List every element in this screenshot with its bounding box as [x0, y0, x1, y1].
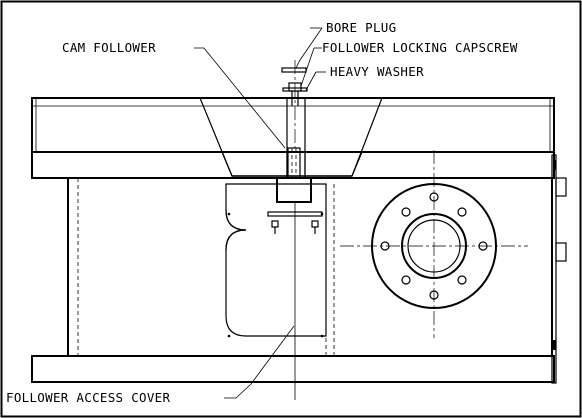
label-follower-access-cover: FOLLOWER ACCESS COVER	[6, 390, 171, 405]
label-follower-locking-capscrew: FOLLOWER LOCKING CAPSCREW	[322, 40, 518, 55]
side-fittings	[551, 154, 567, 384]
cam-follower-part	[270, 147, 320, 203]
cover-plate-and-screws	[267, 202, 323, 400]
label-heavy-washer: HEAVY WASHER	[330, 64, 424, 79]
access-cover-opening	[225, 183, 335, 356]
exploded-parts	[281, 60, 308, 148]
leader-lines	[194, 27, 326, 399]
label-bore-plug: BORE PLUG	[326, 20, 396, 35]
flange-band	[31, 151, 555, 179]
hatched-wedge	[221, 151, 363, 177]
top-plate	[31, 97, 555, 153]
round-flange	[340, 150, 528, 338]
label-cam-follower: CAM FOLLOWER	[62, 40, 156, 55]
base-plate	[31, 355, 555, 383]
bore-plug-part	[281, 67, 307, 73]
